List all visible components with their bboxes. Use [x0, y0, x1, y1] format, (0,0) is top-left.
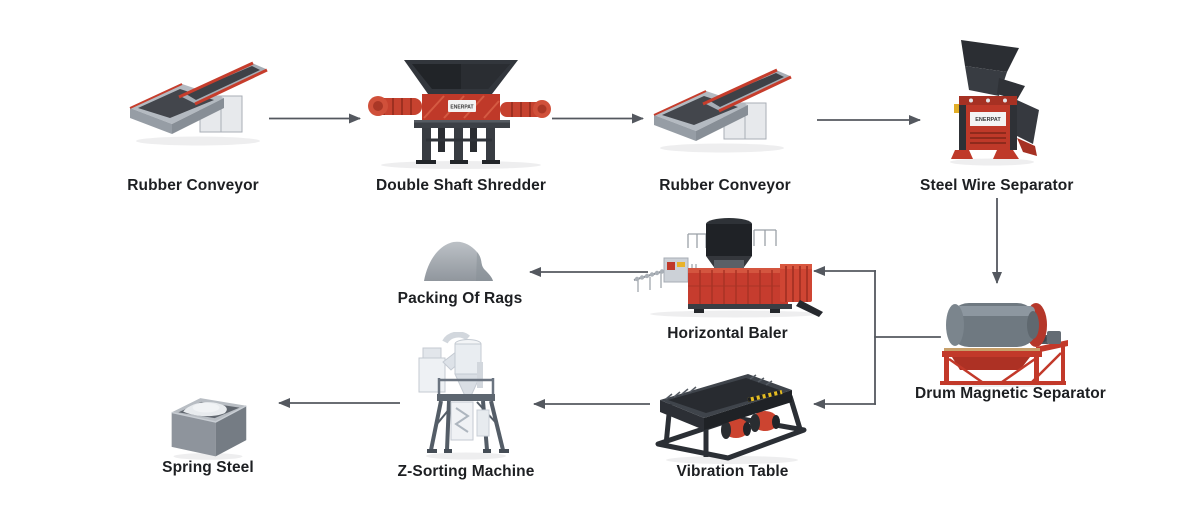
- node-vibration-table: Vibration Table: [645, 366, 820, 486]
- steel-box-icon: [171, 398, 247, 460]
- node-label: Rubber Conveyor: [127, 177, 259, 194]
- node-packing-of-rags: Packing Of Rags: [395, 238, 525, 313]
- brand-logo-text: ENERPAT: [450, 105, 473, 111]
- node-label: Packing Of Rags: [397, 290, 523, 307]
- node-rubber-conveyor-2: Rubber Conveyor: [645, 53, 805, 198]
- node-steel-wire-separator: ENERPAT Steel Wire Separator: [920, 38, 1074, 198]
- double-shaft-shredder-icon: ENERPAT: [368, 60, 551, 169]
- node-z-sorting-machine: Z-Sorting Machine: [396, 332, 536, 482]
- steel-wire-separator-icon: ENERPAT: [950, 40, 1039, 166]
- horizontal-baler-icon: [633, 218, 823, 318]
- node-label: Drum Magnetic Separator: [915, 385, 1106, 402]
- rubber-conveyor-icon: [653, 68, 792, 153]
- brand-logo-text: ENERPAT: [975, 117, 1001, 123]
- node-label: Z-Sorting Machine: [397, 463, 535, 480]
- node-double-shaft-shredder: ENERPAT Double Shaft Shredder: [366, 56, 556, 201]
- z-sorting-machine-icon: [418, 332, 509, 460]
- vibration-table-icon: [655, 374, 807, 464]
- node-label: Rubber Conveyor: [659, 177, 791, 194]
- node-spring-steel: Spring Steel: [148, 382, 268, 477]
- node-rubber-conveyor-1: Rubber Conveyor: [118, 50, 268, 195]
- node-label: Double Shaft Shredder: [375, 177, 547, 194]
- node-drum-magnetic-separator: Drum Magnetic Separator: [915, 295, 1106, 410]
- node-label: Vibration Table: [676, 463, 789, 480]
- node-horizontal-baler: Horizontal Baler: [630, 212, 825, 347]
- rubber-conveyor-icon: [129, 61, 268, 146]
- node-label: Steel Wire Separator: [920, 177, 1074, 194]
- drum-magnetic-separator-icon: [940, 303, 1068, 387]
- rag-pile-icon: [424, 241, 493, 281]
- node-label: Spring Steel: [162, 459, 254, 476]
- node-label: Horizontal Baler: [667, 325, 788, 342]
